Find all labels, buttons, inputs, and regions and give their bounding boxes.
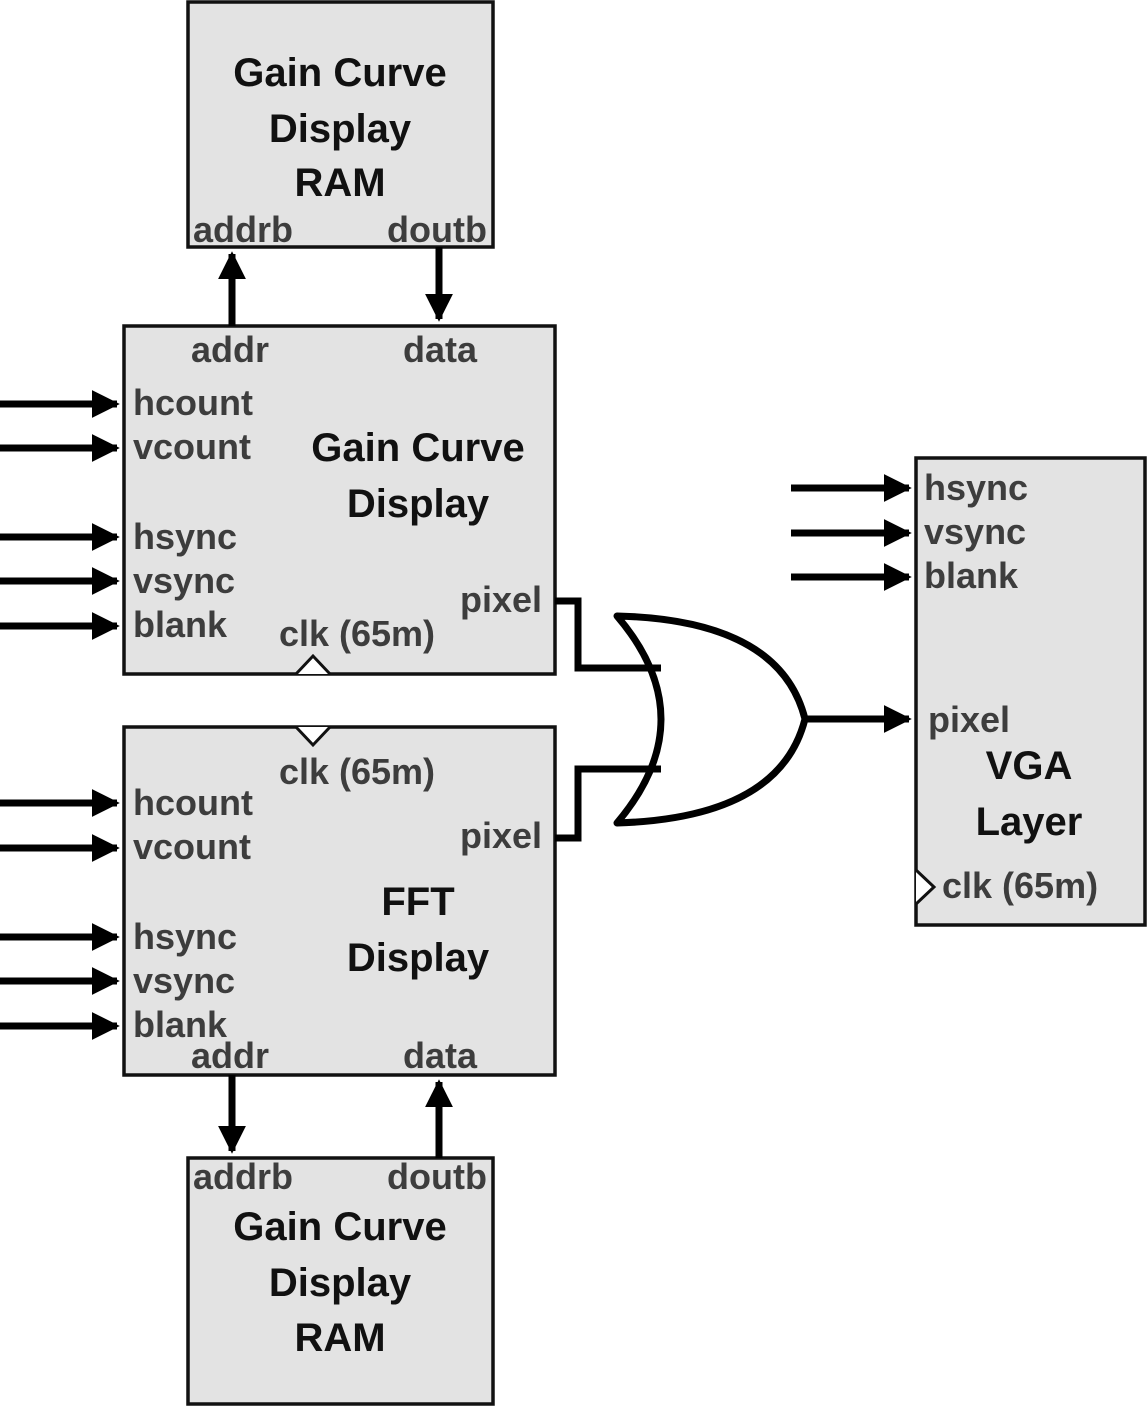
gain-display-title-line2: Display	[347, 482, 490, 526]
ram-top-port-addrb: addrb	[193, 209, 293, 250]
fft-display-port-vsync: vsync	[133, 960, 235, 1001]
ram-top-title-line2: Display	[269, 107, 412, 151]
fft-display-port-blank: blank	[133, 1004, 228, 1045]
ram-top-box	[186, 0, 495, 249]
gain-display-port-vsync: vsync	[133, 560, 235, 601]
ram-top-title-line1: Gain Curve	[233, 51, 446, 95]
vga-layer-box	[914, 456, 1147, 927]
ram-top-port-doutb: doutb	[387, 209, 487, 250]
vga-title-line2: Layer	[976, 800, 1083, 844]
ram-bottom-box	[186, 1156, 495, 1406]
vga-layer-block: hsync vsync blank pixel VGA Layer clk (6…	[914, 456, 1147, 927]
gain-display-port-hsync: hsync	[133, 516, 237, 557]
gain-display-port-blank: blank	[133, 604, 228, 645]
vga-port-blank: blank	[924, 555, 1019, 596]
ram-top-block: Gain Curve Display RAM addrb doutb	[186, 0, 495, 250]
gain-curve-display-block: addr data hcount vcount hsync vsync blan…	[122, 324, 557, 676]
vga-clock-notch-icon	[914, 868, 937, 906]
wire-gain-pixel-to-or	[555, 597, 661, 672]
gain-display-port-hcount: hcount	[133, 382, 253, 423]
gain-display-port-addr: addr	[191, 329, 269, 370]
ram-bottom-port-addrb: addrb	[193, 1156, 293, 1197]
vga-port-clk: clk (65m)	[942, 865, 1098, 906]
fft-display-port-hsync: hsync	[133, 916, 237, 957]
fft-display-port-data: data	[403, 1035, 478, 1076]
vga-title-line1: VGA	[986, 744, 1073, 788]
vga-port-hsync: hsync	[924, 467, 1028, 508]
vga-port-pixel: pixel	[928, 699, 1010, 740]
ram-bottom-title-line3: RAM	[294, 1316, 385, 1360]
fft-display-port-pixel: pixel	[460, 815, 542, 856]
fft-display-box	[122, 725, 557, 1077]
wire-fft-pixel-to-or	[555, 765, 661, 842]
fft-display-title-line2: Display	[347, 936, 490, 980]
ram-bottom-block: addrb doutb Gain Curve Display RAM	[186, 1156, 495, 1406]
gain-display-port-pixel: pixel	[460, 579, 542, 620]
ram-bottom-title-line2: Display	[269, 1261, 412, 1305]
fft-display-port-hcount: hcount	[133, 782, 253, 823]
gain-display-box	[122, 324, 557, 676]
gain-display-port-vcount: vcount	[133, 426, 251, 467]
gain-display-port-data: data	[403, 329, 478, 370]
fft-display-port-addr: addr	[191, 1035, 269, 1076]
vga-port-vsync: vsync	[924, 511, 1026, 552]
fft-display-port-vcount: vcount	[133, 826, 251, 867]
fft-display-block: clk (65m) hcount vcount pixel hsync vsyn…	[122, 725, 557, 1077]
fft-display-port-clk: clk (65m)	[279, 751, 435, 792]
ram-bottom-title-line1: Gain Curve	[233, 1205, 446, 1249]
fft-display-clock-notch-icon	[294, 725, 332, 748]
gain-display-title-line1: Gain Curve	[311, 426, 524, 470]
ram-bottom-port-doutb: doutb	[387, 1156, 487, 1197]
fft-display-title-line1: FFT	[381, 880, 454, 924]
gain-display-port-clk: clk (65m)	[279, 613, 435, 654]
gain-display-clock-notch-icon	[294, 653, 332, 676]
ram-top-title-line3: RAM	[294, 161, 385, 205]
or-gate-icon	[613, 612, 809, 827]
